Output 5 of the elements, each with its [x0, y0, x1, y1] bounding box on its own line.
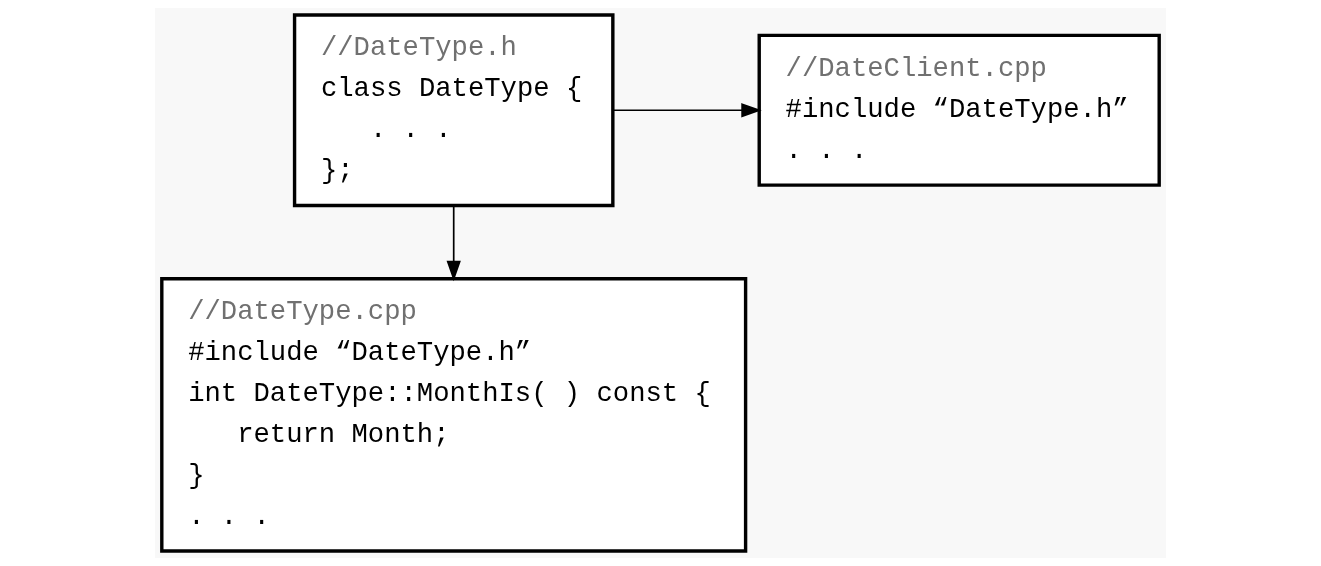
arrow [446, 204, 461, 282]
node-box: //DateType.cpp #include “DateType.h” int DateType::MonthIs( ) const { return Month; } . . . [160, 277, 748, 553]
node-box: //DateType.h class DateType { . . . }; [292, 13, 615, 208]
node-box: //DateClient.cpp #include “DateType.h” . . . [757, 33, 1161, 187]
arrow [612, 103, 762, 118]
